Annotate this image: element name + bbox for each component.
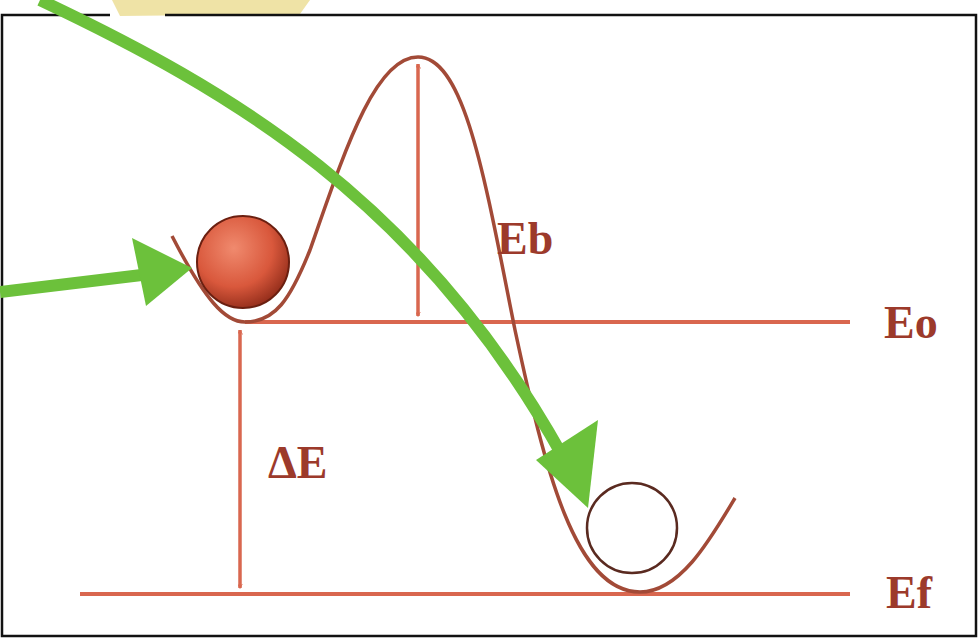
barrier-arrow xyxy=(416,64,420,316)
pointer-head xyxy=(536,420,598,508)
energy-label: Eo xyxy=(884,300,938,346)
filled-ball xyxy=(197,216,289,308)
pointer-arrow xyxy=(0,274,150,292)
cropped-fragment xyxy=(112,0,310,16)
pointer-arrow xyxy=(40,0,562,455)
empty-ball xyxy=(587,483,677,573)
level-line xyxy=(245,320,850,324)
delta-arrow xyxy=(238,330,242,588)
potential-curve xyxy=(172,57,735,592)
frame xyxy=(2,15,976,636)
level-line xyxy=(80,592,850,596)
energy-label: Eb xyxy=(497,216,553,262)
energy-label: Ef xyxy=(886,570,932,616)
energy-label: ΔE xyxy=(268,440,328,486)
pointer-head xyxy=(132,238,192,306)
